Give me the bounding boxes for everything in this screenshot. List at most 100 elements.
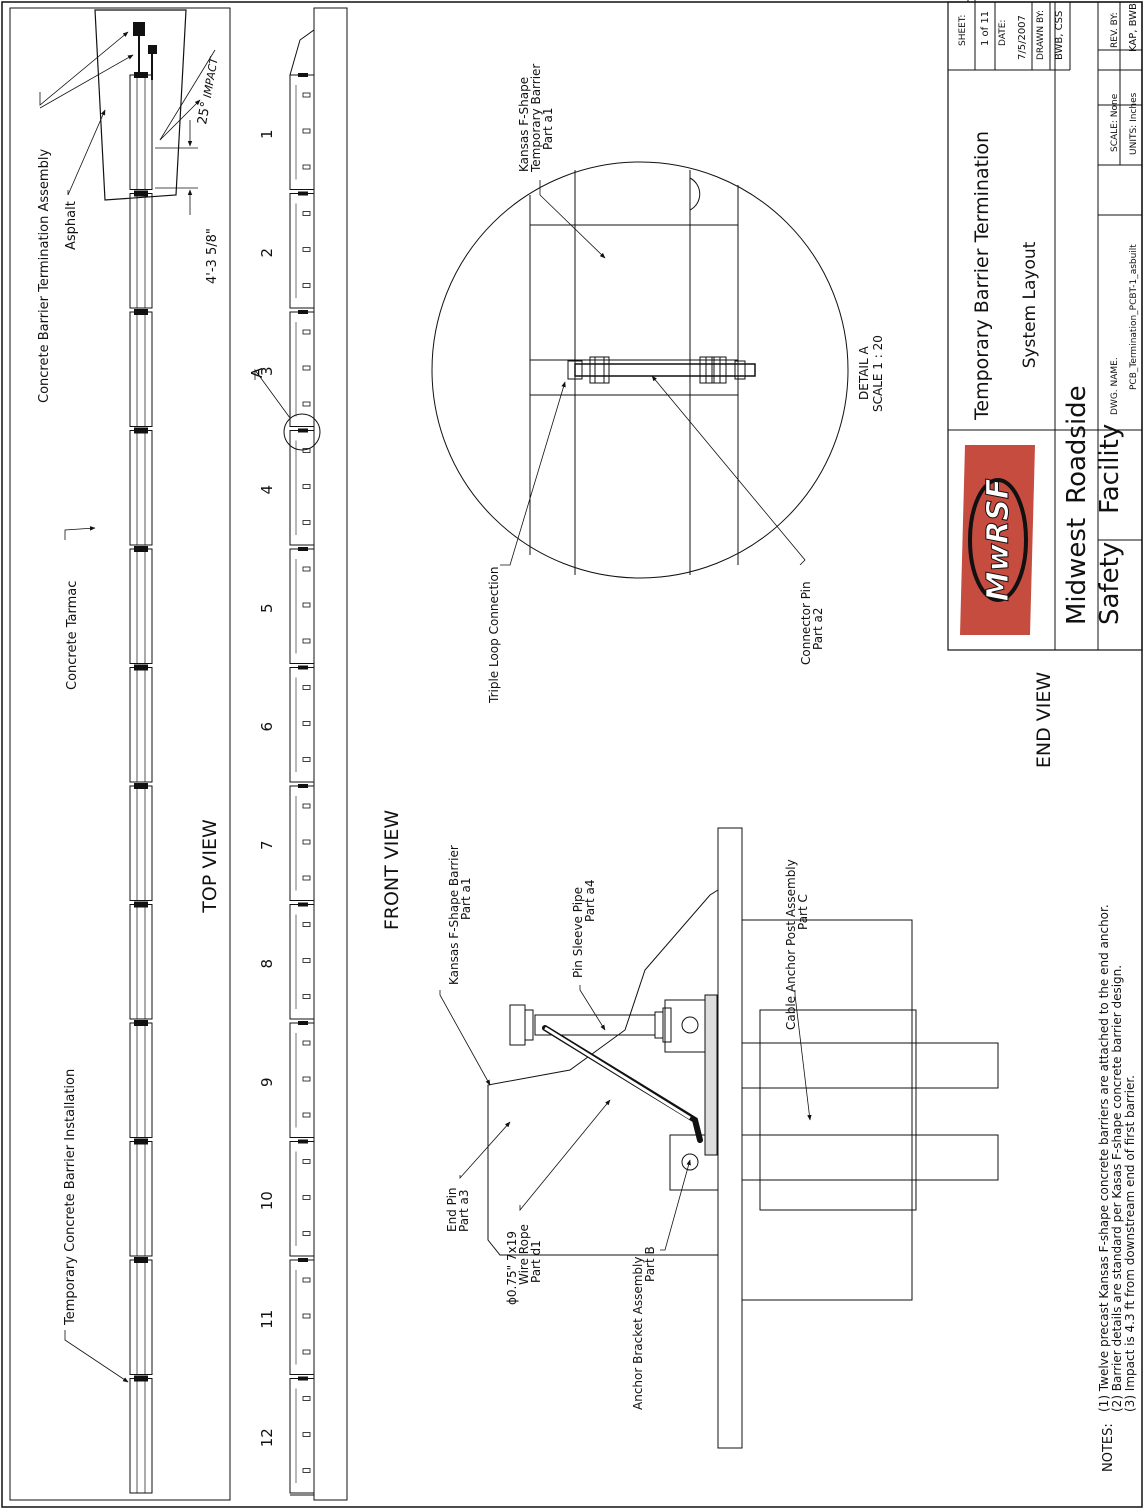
kansas-front-leader bbox=[439, 990, 491, 1086]
wire-rope-leader bbox=[519, 1099, 611, 1212]
top-barrier-segment bbox=[129, 427, 153, 546]
mwrsf-logo: MwRSF bbox=[960, 445, 1035, 635]
detail-a: Kansas F-Shape Temporary Barrier Part a1… bbox=[431, 64, 885, 704]
offset-dimension bbox=[155, 120, 198, 215]
detail-a-leader bbox=[254, 368, 291, 419]
side-barrier-segment bbox=[289, 1258, 315, 1375]
top-barrier-segment bbox=[129, 1375, 153, 1494]
top-barrier-segment bbox=[129, 190, 153, 309]
barrier-number: 10 bbox=[258, 1191, 276, 1210]
label-connector-pin: Connector Pin bbox=[799, 581, 813, 665]
notes: NOTES: (1) Twelve precast Kansas F-shape… bbox=[1097, 904, 1137, 1472]
drawn-value: BWB, CSS bbox=[1054, 11, 1065, 60]
top-view-barrier-run bbox=[129, 72, 153, 1494]
label-triple-loop: Triple Loop Connection bbox=[487, 567, 501, 704]
label-kansas-front: Kansas F-Shape Barrier bbox=[447, 845, 461, 985]
end-pin-leader bbox=[459, 1121, 511, 1180]
side-barrier-segment bbox=[289, 1139, 315, 1257]
label-barrier-installation: Temporary Concrete Barrier Installation bbox=[63, 1069, 78, 1326]
top-view-title: TOP VIEW bbox=[199, 819, 221, 914]
label-end-pin-part: Part a3 bbox=[457, 1190, 471, 1233]
side-barrier-segment bbox=[289, 547, 315, 664]
label-anchor-bracket-part: Part B bbox=[643, 1246, 657, 1282]
side-barrier-segment bbox=[289, 428, 315, 546]
top-barrier-segment bbox=[129, 783, 153, 901]
termination-assembly-drawing bbox=[94, 9, 187, 201]
dimension-text: 4'-3 5/8" bbox=[205, 228, 220, 284]
asphalt-leader bbox=[67, 109, 106, 196]
label-kansas-detail-2: Temporary Barrier bbox=[529, 64, 543, 173]
label-pin-sleeve-part: Part a4 bbox=[583, 880, 597, 923]
end-view-title: END VIEW bbox=[1033, 672, 1055, 768]
label-pin-sleeve: Pin Sleeve Pipe bbox=[571, 887, 585, 978]
note-2: (2) Barrier details are standard per Kas… bbox=[1110, 965, 1124, 1412]
label-connector-pin-part: Part a2 bbox=[811, 608, 825, 651]
notes-label: NOTES: bbox=[1101, 1423, 1116, 1472]
top-barrier-segment bbox=[129, 1138, 153, 1257]
front-view-geometry bbox=[487, 827, 999, 1449]
scale-text: SCALE: None bbox=[1110, 93, 1120, 152]
drawing-title: Temporary Barrier Termination bbox=[971, 131, 993, 421]
right-column-cells bbox=[947, 1, 1142, 651]
barrier-number: 7 bbox=[258, 840, 276, 850]
barrier-number: 1 bbox=[258, 129, 276, 139]
detail-a-title: DETAIL A bbox=[857, 346, 871, 400]
date-value: 7/5/2007 bbox=[1017, 15, 1028, 60]
top-barrier-segment bbox=[129, 309, 153, 427]
top-view-frame bbox=[9, 7, 231, 1501]
note-1: (1) Twelve precast Kansas F-shape concre… bbox=[1097, 904, 1111, 1412]
date-label: DATE: bbox=[998, 20, 1008, 46]
side-view-barrier-run bbox=[289, 29, 315, 1500]
label-wire-rope: ϕ0.75" 7x19 bbox=[505, 1231, 519, 1305]
detail-a-callout-circle bbox=[283, 413, 321, 451]
top-barrier-segment bbox=[129, 72, 153, 190]
impact-angle-text: 25°IMPACT bbox=[195, 55, 222, 126]
front-view-title: FRONT VIEW bbox=[381, 810, 403, 931]
front-view: FRONT VIEW Kansas F-Shape Bar bbox=[381, 810, 999, 1449]
title-block: MwRSF MidwestRoadside SafetyFacility Tem… bbox=[947, 0, 1143, 651]
label-wire-rope-part: Part d1 bbox=[529, 1240, 543, 1283]
tarmac-leader bbox=[64, 526, 96, 540]
side-barrier-segment bbox=[289, 902, 315, 1020]
label-anchor-bracket: Anchor Bracket Assembly bbox=[631, 1257, 645, 1411]
barrier-number: 6 bbox=[258, 722, 276, 732]
label-wire-rope-2: Wire Rope bbox=[517, 1224, 531, 1285]
side-barrier-segment bbox=[289, 1376, 315, 1494]
barrier-number: 2 bbox=[258, 248, 276, 258]
side-barrier-segment bbox=[289, 665, 315, 783]
logo-text: MwRSF bbox=[981, 478, 1016, 601]
dwg-name-label: DWG. NAME. bbox=[1110, 357, 1120, 415]
impact-line bbox=[159, 49, 216, 141]
rev-value: KAP, BWB bbox=[1128, 3, 1139, 52]
note-3: (3) Impact is 4.3 ft from downstream end… bbox=[1123, 1075, 1137, 1412]
pin-sleeve-leader bbox=[579, 985, 606, 1031]
detail-a-geometry bbox=[529, 170, 756, 575]
label-cable-anchor: Cable Anchor Post Assembly bbox=[784, 859, 798, 1030]
top-barrier-segment bbox=[129, 1257, 153, 1375]
info-columns bbox=[1141, 2, 1143, 650]
units-text: UNITS: Inches bbox=[1129, 92, 1139, 155]
connector-pin-leader bbox=[651, 375, 806, 566]
side-barrier-segment bbox=[289, 784, 315, 901]
kansas-detail-leader bbox=[539, 180, 606, 259]
barrier-number: 4 bbox=[258, 485, 276, 495]
anchor-bracket-leader bbox=[660, 1159, 691, 1251]
side-view-frame bbox=[313, 7, 348, 1501]
dwg-name-value: PCB_Termination_PCBT-1_asbuilt bbox=[1129, 244, 1139, 390]
label-end-pin: End Pin bbox=[445, 1187, 459, 1232]
side-barrier-segment bbox=[289, 191, 315, 309]
label-asphalt: Asphalt bbox=[64, 201, 79, 250]
label-kansas-detail-1: Kansas F-Shape bbox=[517, 77, 531, 172]
impact-arrow bbox=[159, 99, 201, 141]
sheet-value: 1 of 11 bbox=[980, 11, 991, 46]
organization-name-line-1: MidwestRoadside bbox=[1062, 385, 1092, 625]
barrier-number: 5 bbox=[258, 603, 276, 613]
termination-leader-2 bbox=[39, 54, 134, 109]
sheet-label: SHEET: bbox=[958, 15, 968, 46]
side-barrier-segment bbox=[289, 1021, 315, 1138]
label-concrete-tarmac: Concrete Tarmac bbox=[65, 581, 80, 690]
metadata-grid bbox=[948, 2, 1142, 166]
top-barrier-segment bbox=[129, 1020, 153, 1138]
barrier-number: 9 bbox=[258, 1077, 276, 1087]
